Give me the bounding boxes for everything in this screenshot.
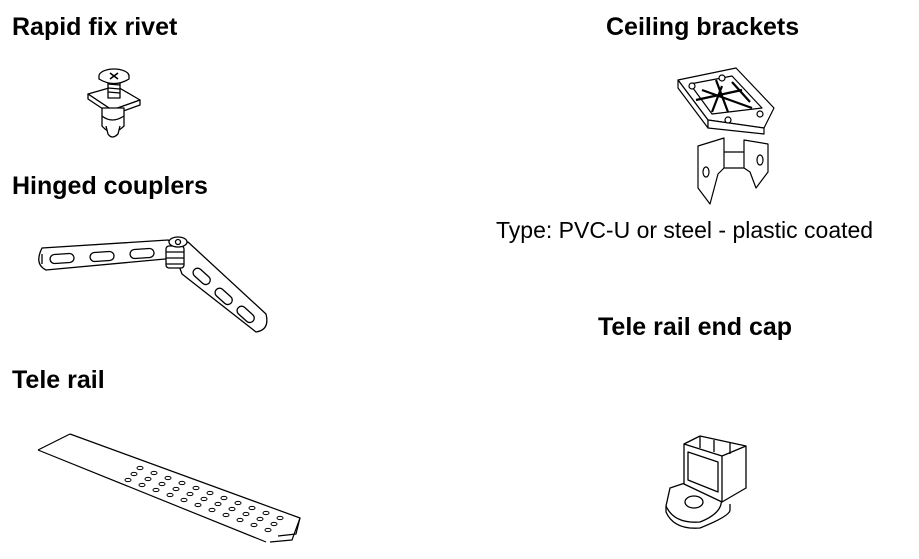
- rivet-icon: [78, 64, 148, 150]
- hinged-coupler-icon: [32, 234, 272, 338]
- tele-rail-title: Tele rail: [12, 366, 105, 394]
- rapid-fix-rivet-title: Rapid fix rivet: [12, 13, 178, 41]
- ceiling-brackets-type-note: Type: PVC-U or steel - plastic coated: [496, 217, 874, 243]
- tele-rail-end-cap-title: Tele rail end cap: [598, 313, 793, 341]
- ceiling-brackets-title: Ceiling brackets: [606, 13, 800, 41]
- tele-rail-icon: [38, 430, 308, 550]
- hinged-couplers-title: Hinged couplers: [12, 172, 208, 200]
- ceiling-bracket-icon: [672, 64, 784, 214]
- end-cap-icon: [660, 430, 756, 530]
